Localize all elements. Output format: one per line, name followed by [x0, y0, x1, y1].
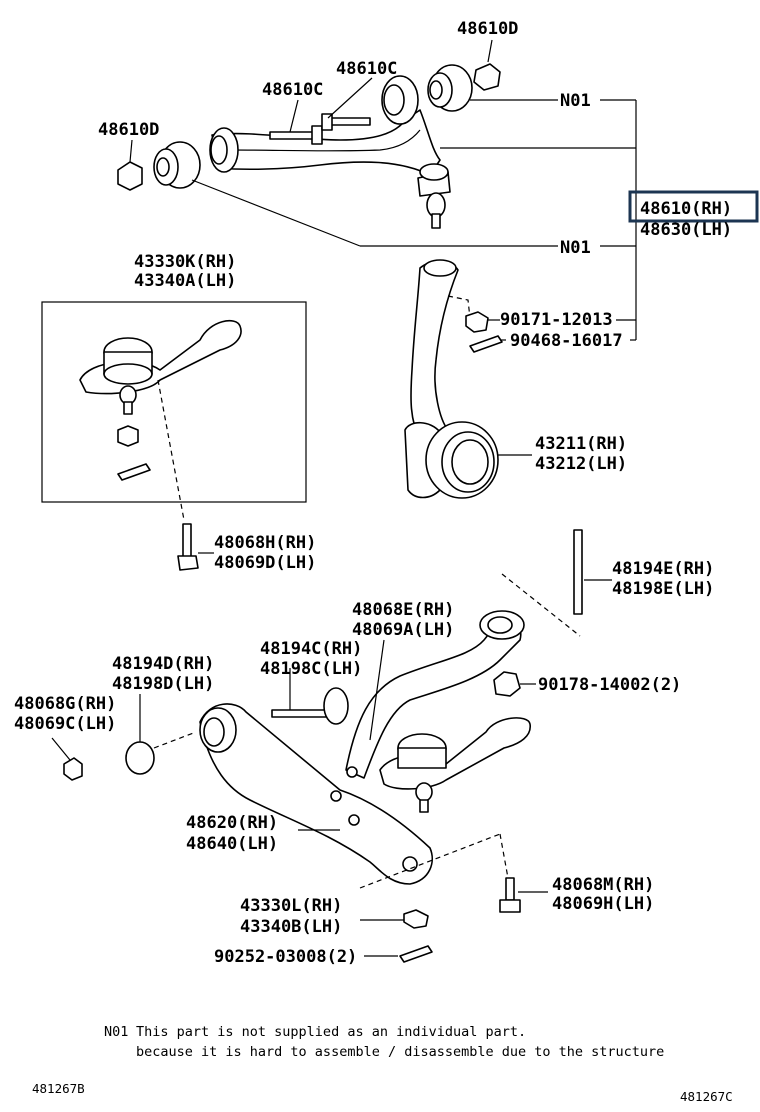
- label-48069C-lh: 48069C(LH): [14, 714, 116, 734]
- highlight-box: [628, 190, 759, 223]
- lower-arm-drawing: [51, 529, 612, 963]
- steering-knuckle-drawing: [404, 259, 532, 499]
- label-n01-top: N01: [560, 91, 591, 111]
- label-48069H-lh: 48069H(LH): [552, 894, 654, 914]
- label-90171-12013: 90171-12013: [500, 310, 613, 330]
- label-48069D-lh: 48069D(LH): [214, 553, 316, 573]
- label-48068E-rh: 48068E(RH): [352, 600, 454, 620]
- label-48620-rh: 48620(RH): [186, 813, 278, 833]
- label-48198E-lh: 48198E(LH): [612, 579, 714, 599]
- label-48640-lh: 48640(LH): [186, 834, 278, 854]
- label-48068M-rh: 48068M(RH): [552, 875, 654, 895]
- label-48610C-a: 48610C: [336, 59, 397, 79]
- label-48610D-top: 48610D: [457, 19, 518, 39]
- label-48610C-b: 48610C: [262, 80, 323, 100]
- lower-ball-joint-drawing: [41, 301, 307, 571]
- label-48630-lh: 48630(LH): [640, 220, 732, 240]
- label-48198C-lh: 48198C(LH): [260, 659, 362, 679]
- label-43340B-lh: 43340B(LH): [240, 917, 342, 937]
- label-48194D-rh: 48194D(RH): [112, 654, 214, 674]
- label-43340A-lh: 43340A(LH): [134, 271, 236, 291]
- label-48194C-rh: 48194C(RH): [260, 639, 362, 659]
- diagram-code-right: 481267C: [680, 1089, 733, 1104]
- footnote-marker: N01: [104, 1024, 128, 1040]
- upper-leaders: [129, 39, 637, 341]
- label-48610-rh: 48610(RH): [640, 199, 732, 219]
- label-90178-14002: 90178-14002(2): [538, 675, 681, 695]
- label-48610D-left: 48610D: [98, 120, 159, 140]
- label-43330L-rh: 43330L(RH): [240, 896, 342, 916]
- label-43330K-rh: 43330K(RH): [134, 252, 236, 272]
- footnote-line-2: because it is hard to assemble / disasse…: [136, 1044, 664, 1060]
- label-48198D-lh: 48198D(LH): [112, 674, 214, 694]
- label-48068H-rh: 48068H(RH): [214, 533, 316, 553]
- footnote-line-1: This part is not supplied as an individu…: [136, 1024, 526, 1040]
- diagram-code-left: 481267B: [32, 1081, 85, 1096]
- label-43212-lh: 43212(LH): [535, 454, 627, 474]
- upper-arm-drawing: [117, 63, 501, 229]
- label-90468-16017: 90468-16017: [510, 331, 623, 351]
- label-48194E-rh: 48194E(RH): [612, 559, 714, 579]
- label-48068G-rh: 48068G(RH): [14, 694, 116, 714]
- label-90252-03008: 90252-03008(2): [214, 947, 357, 967]
- label-43211-rh: 43211(RH): [535, 434, 627, 454]
- label-48069A-lh: 48069A(LH): [352, 620, 454, 640]
- label-n01-mid: N01: [560, 238, 591, 258]
